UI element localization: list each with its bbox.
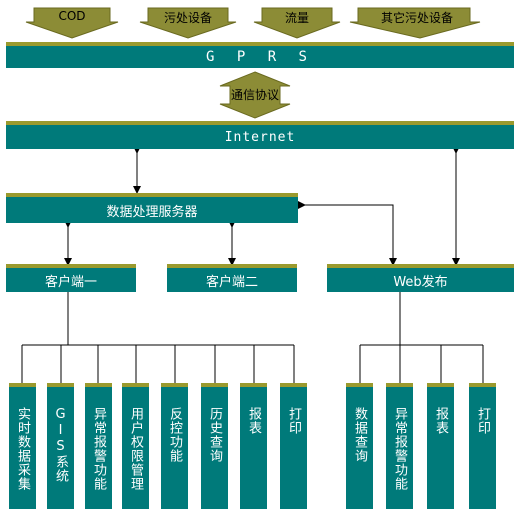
function-label: 异常报警功能 — [392, 407, 407, 491]
client-1-box: 客户端一 — [6, 264, 136, 292]
function-web-report: 报表 — [427, 383, 454, 509]
function-web-alarm: 异常报警功能 — [386, 383, 413, 509]
function-label: 历史查询 — [207, 407, 222, 463]
server-label: 数据处理服务器 — [106, 204, 198, 220]
input-label-other-equipment: 其它污处设备 — [380, 11, 453, 25]
function-label: 用户权限管理 — [128, 407, 143, 491]
input-arrow-cod — [25, 7, 119, 39]
function-label: 打印 — [475, 407, 490, 435]
gprs-bar: G P R S — [6, 42, 514, 68]
function-label: 反控功能 — [167, 407, 182, 463]
function-history: 历史查询 — [201, 383, 228, 509]
internet-label: Internet — [224, 129, 296, 145]
input-arrow-other-equipment — [349, 7, 481, 39]
input-label-equipment: 污处设备 — [163, 11, 212, 25]
server-box: 数据处理服务器 — [6, 193, 298, 223]
function-label: 异常报警功能 — [91, 407, 106, 491]
function-label: 报表 — [246, 407, 261, 435]
server-web-arrow — [298, 201, 397, 266]
function-data-query: 数据查询 — [346, 383, 373, 509]
input-label-cod: COD — [58, 9, 86, 23]
gprs-label: G P R S — [205, 49, 314, 65]
function-label: 数据查询 — [352, 407, 367, 463]
function-remote-control: 反控功能 — [161, 383, 188, 509]
function-label: 实时数据采集 — [15, 407, 30, 491]
input-arrow-flow — [253, 7, 341, 39]
input-arrow-equipment — [139, 7, 237, 39]
function-web-print: 打印 — [469, 383, 496, 509]
internet-bar: Internet — [6, 121, 514, 149]
function-user-permissions: 用户权限管理 — [122, 383, 149, 509]
function-alarm: 异常报警功能 — [85, 383, 112, 509]
function-realtime-collection: 实时数据采集 — [9, 383, 36, 509]
protocol-double-arrow — [219, 71, 291, 119]
function-label: GIS系统 — [53, 407, 68, 483]
protocol-label: 通信协议 — [230, 88, 279, 102]
web-publish-label: Web发布 — [393, 274, 448, 290]
client-2-box: 客户端二 — [167, 264, 297, 292]
client-2-label: 客户端二 — [205, 274, 258, 290]
function-report: 报表 — [240, 383, 267, 509]
function-print: 打印 — [280, 383, 307, 509]
function-label: 报表 — [433, 407, 448, 435]
web-publish-box: Web发布 — [327, 264, 514, 292]
client-1-label: 客户端一 — [44, 274, 97, 290]
function-gis: GIS系统 — [47, 383, 74, 509]
input-label-flow: 流量 — [284, 11, 309, 25]
function-label: 打印 — [286, 407, 301, 435]
